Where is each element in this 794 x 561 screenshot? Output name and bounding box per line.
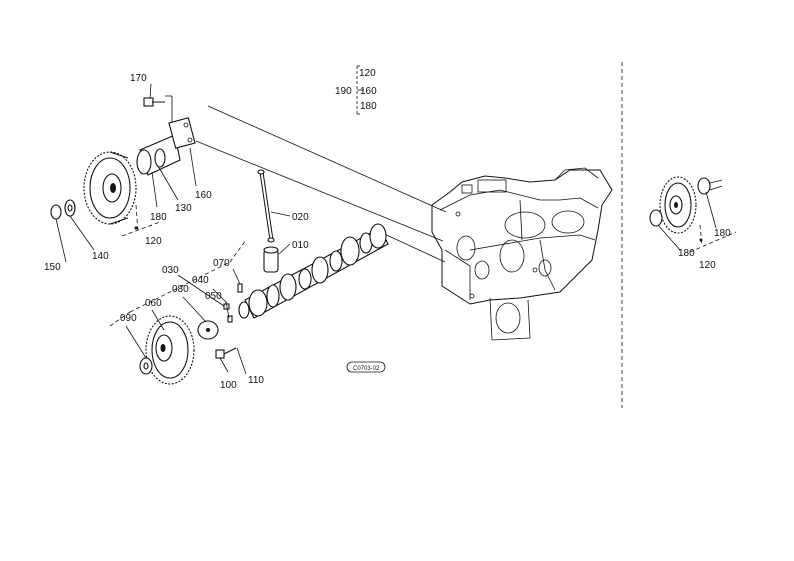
label-160-top: 160 [195,190,212,201]
thrust-plate-080 [197,320,219,340]
bolt-170 [143,95,173,122]
idle-gear-upper [83,151,137,225]
label-090: 090 [120,313,137,324]
label-150: 150 [44,262,61,273]
cam-gear-060 [145,315,195,385]
label-120-top: 120 [359,68,376,79]
bolt-100 [215,347,237,359]
push-rod-020 [257,169,275,243]
label-040: 040 [192,275,209,286]
washer-140 [64,199,76,217]
label-180-left: 180 [360,101,377,112]
engine-block [431,167,613,341]
pin-050 [227,315,233,323]
label-110: 110 [248,375,264,386]
label-100: 100 [220,380,237,391]
diagram-code-badge: C0703-02 [346,361,386,373]
label-170: 170 [130,73,147,84]
tappet-010 [263,246,279,273]
label-010: 010 [292,240,309,251]
label-120-right: 120 [699,260,716,271]
label-140: 140 [92,251,109,262]
nut-150 [50,204,62,220]
label-030: 030 [162,265,179,276]
label-190: 190 [335,86,352,97]
label-120-left: 120 [145,236,162,247]
label-180-top: 180 [150,212,167,223]
label-160-left: 160 [360,86,377,97]
label-050: 050 [205,291,222,302]
label-080: 080 [172,284,189,295]
idle-gear-shaft [136,117,196,176]
idle-gear-right [649,176,723,234]
camshaft [238,223,389,319]
label-180-right-b: 180 [714,228,731,239]
label-130: 130 [175,203,192,214]
label-060: 060 [145,298,162,309]
diagram-code: C0703-02 [353,366,380,372]
label-070: 070 [213,258,230,269]
pin-070 [237,283,243,293]
label-180-right-a: 180 [678,248,695,259]
nut-090 [139,357,153,375]
label-020: 020 [292,212,309,223]
